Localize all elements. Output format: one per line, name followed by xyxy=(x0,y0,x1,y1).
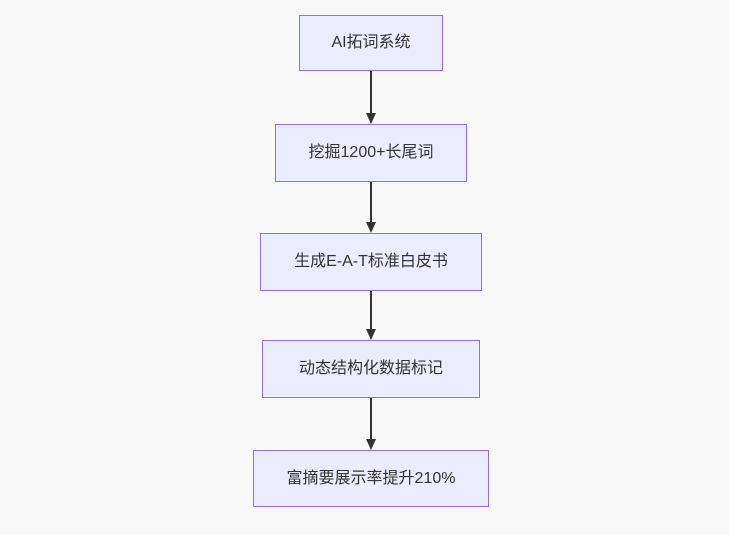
flow-node-rich-snippet-result: 富摘要展示率提升210% xyxy=(253,450,489,507)
flow-node-eat-whitepaper: 生成E-A-T标准白皮书 xyxy=(260,233,482,291)
arrow-down-icon xyxy=(366,71,376,124)
flow-node-ai-keyword-system: AI拓词系统 xyxy=(299,15,443,71)
flow-node-label: 生成E-A-T标准白皮书 xyxy=(294,253,448,271)
flow-node-label: 富摘要展示率提升210% xyxy=(286,469,456,487)
arrow-down-icon xyxy=(366,291,376,340)
arrow-down-icon xyxy=(366,398,376,450)
arrow-down-icon xyxy=(366,182,376,233)
flow-node-label: AI拓词系统 xyxy=(331,34,411,52)
flow-node-structured-data: 动态结构化数据标记 xyxy=(262,340,480,398)
flow-node-label: 挖掘1200+长尾词 xyxy=(308,144,434,162)
flow-node-label: 动态结构化数据标记 xyxy=(298,360,443,378)
flow-node-longtail-mining: 挖掘1200+长尾词 xyxy=(275,124,467,182)
